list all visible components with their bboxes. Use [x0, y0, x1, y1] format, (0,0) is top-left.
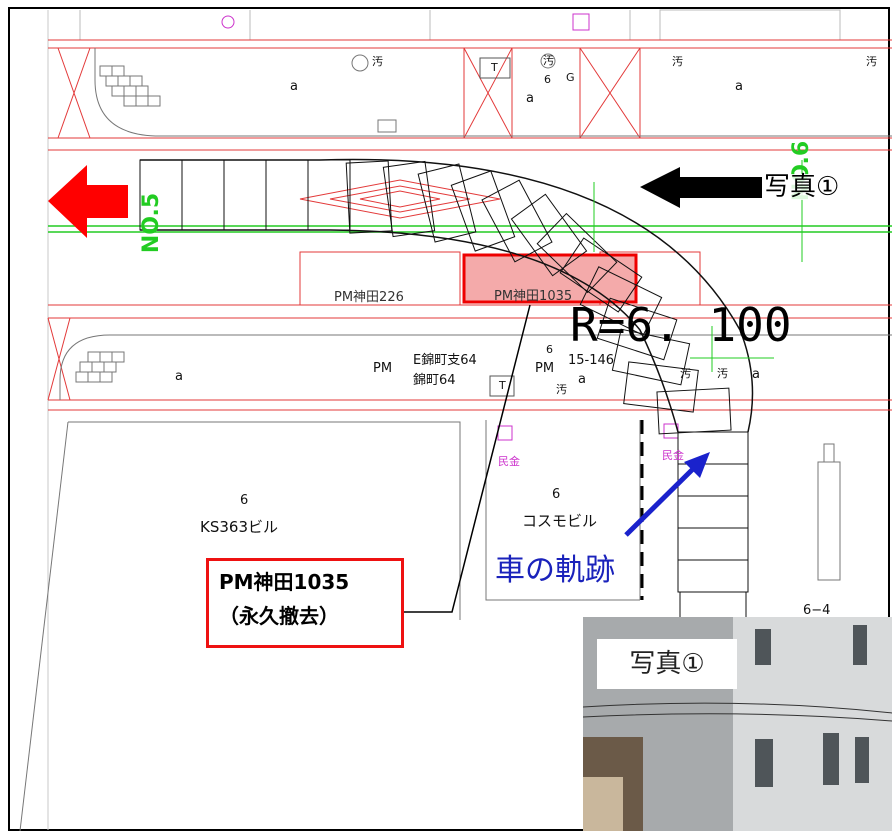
- top-curb: [94, 48, 892, 137]
- vehicle-path-label: 車の軌跡: [495, 553, 615, 588]
- private-meter-label: 民金: [498, 455, 520, 468]
- stain-label: 汚: [543, 54, 554, 67]
- site-photo: 写真①: [583, 617, 892, 831]
- lot-number-6-4: 6−4: [803, 603, 831, 618]
- pole-type-label: PM: [373, 361, 393, 376]
- lot-number: 6: [240, 493, 249, 508]
- removal-leader-line: [404, 304, 531, 613]
- area-label: a: [752, 367, 760, 382]
- stain-label: 汚: [866, 55, 877, 68]
- top-buildings: [79, 9, 841, 41]
- lot-number: 6: [546, 343, 553, 356]
- area-label: a: [526, 91, 534, 106]
- trajectory-outer-curve: [140, 158, 754, 433]
- top-sidewalk-lines: [48, 39, 892, 151]
- stain-label: 汚: [717, 367, 728, 380]
- removal-note-status: （永久撤去）: [219, 604, 339, 628]
- pole-label-nishiki: 錦町64: [413, 373, 456, 388]
- photo-caption: 写真①: [597, 639, 737, 689]
- stain-label: 汚: [556, 383, 567, 396]
- station-no5-label: NO.5: [139, 192, 165, 254]
- left-arrow-black-icon: [640, 167, 762, 208]
- building-name-ks363: KS363ビル: [200, 518, 278, 536]
- stain-label: 汚: [672, 55, 683, 68]
- photo-image: [583, 617, 892, 831]
- pole-type-label: PM: [535, 361, 555, 376]
- road-diamond-marking: [299, 179, 501, 219]
- road-centerline: [48, 225, 892, 233]
- lot-number: 6: [544, 73, 551, 86]
- lower-curb: [59, 334, 892, 400]
- removed-pole-highlight: [462, 253, 638, 304]
- turning-radius-label: R=6. 100: [570, 298, 792, 352]
- blue-diagonal-arrow-icon: [624, 462, 700, 537]
- building-name-cosmo: コスモビル: [522, 512, 598, 530]
- area-label: a: [735, 79, 743, 94]
- lot-number: 6: [552, 487, 561, 502]
- removal-note-pole: PM神田1035: [219, 570, 350, 594]
- pole-number-label: 15-146: [568, 353, 615, 368]
- pole-label-kanda-1035: PM神田1035: [494, 289, 573, 304]
- top-brick-pattern: [99, 65, 161, 107]
- g-label: G: [566, 71, 575, 84]
- vehicle-trajectory: [139, 159, 749, 618]
- pole-label-kanda-226: PM神田226: [334, 290, 404, 305]
- transformer-label: T: [491, 61, 498, 74]
- stain-label: 汚: [372, 55, 383, 68]
- transformer-label: T: [499, 379, 506, 392]
- removal-note-box: PM神田1035 （永久撤去）: [206, 558, 404, 648]
- photo-reference-label: 写真①: [764, 172, 840, 202]
- lower-brick-pattern: [75, 351, 125, 383]
- sheet-border: [8, 7, 890, 831]
- area-label: a: [578, 372, 586, 387]
- pole-label-nishiki-branch: E錦町支64: [413, 353, 477, 368]
- left-arrow-red-icon: [48, 165, 128, 238]
- area-label: a: [175, 369, 183, 384]
- stain-label: 汚: [680, 367, 691, 380]
- private-meter-label: 民金: [662, 449, 684, 462]
- area-label: a: [290, 79, 298, 94]
